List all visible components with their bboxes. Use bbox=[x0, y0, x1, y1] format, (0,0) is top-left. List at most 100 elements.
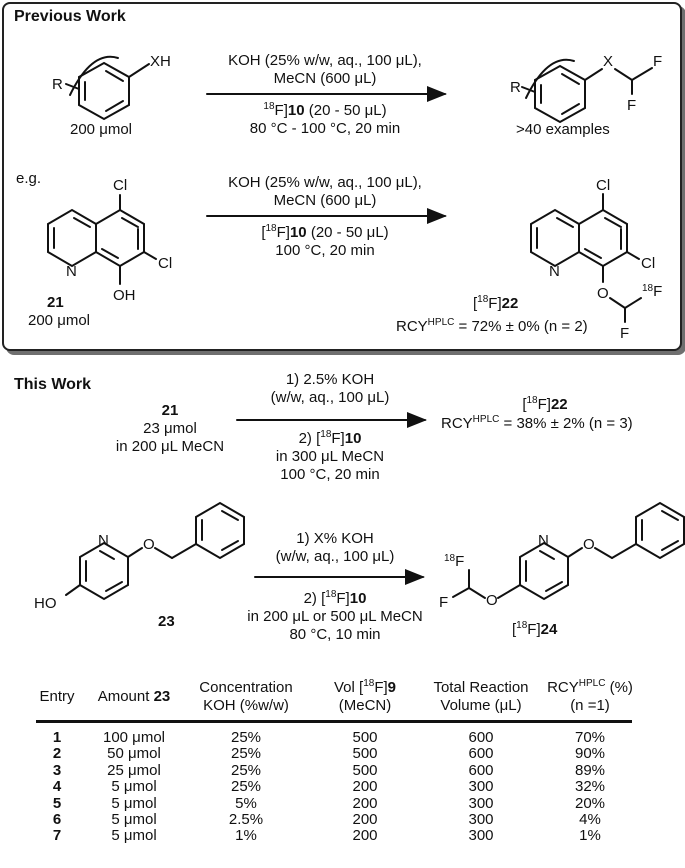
table-cell: 300 bbox=[468, 827, 494, 845]
compound-24-structure bbox=[452, 501, 685, 601]
atom-n-23: N bbox=[98, 532, 109, 549]
header-rcy: RCYHPLC (%)(n =1) bbox=[547, 678, 633, 715]
atom-cl-7-product: Cl bbox=[641, 255, 655, 272]
table-cell: 89% bbox=[574, 761, 606, 779]
atom-n: N bbox=[66, 263, 77, 280]
table-cell: 32% bbox=[574, 778, 606, 796]
aryl-x-difluoromethyl-structure bbox=[521, 58, 653, 124]
prev-row2-reactant-amount: 200 μmol bbox=[28, 312, 91, 329]
compound-21-label: 21 bbox=[47, 294, 64, 311]
this-row1-reactant-label: 21 bbox=[161, 402, 179, 419]
this-row1-reagent: 2) [18F]10 bbox=[298, 429, 362, 448]
prev-row2-product-label: [18F]22 bbox=[473, 294, 519, 313]
table-cell: 200 bbox=[352, 778, 378, 796]
aryl-xh-structure bbox=[65, 55, 150, 121]
table-cell: 4% bbox=[579, 811, 601, 829]
prev-row2-reagent: [18F]10 (20 - 50 μL) bbox=[261, 223, 389, 242]
atom-o-product: O bbox=[597, 285, 609, 302]
atom-xh: XH bbox=[150, 53, 171, 70]
atom-x: X bbox=[603, 53, 613, 70]
table-cell: 100 μmol bbox=[102, 729, 165, 746]
atom-n-24: N bbox=[538, 532, 549, 549]
this-row2-condition-1: 1) X% KOH bbox=[296, 530, 374, 547]
table-cell: 500 bbox=[352, 729, 378, 746]
compound-23-structure bbox=[65, 501, 245, 601]
atom-f-24: F bbox=[439, 594, 448, 611]
table-row: 1 100 μmol 25% 500 600 70% bbox=[28, 720, 638, 746]
header-amount: Amount 23 bbox=[97, 688, 171, 705]
table-cell: 90% bbox=[574, 745, 606, 763]
this-row1-condition-2: (w/w, aq., 100 μL) bbox=[270, 389, 390, 406]
atom-r: R bbox=[52, 76, 63, 93]
atom-f-product: F bbox=[620, 325, 629, 342]
this-row1-reagent-solvent: in 300 μL MeCN bbox=[275, 448, 385, 465]
this-row2-temperature: 80 °C, 10 min bbox=[289, 626, 381, 643]
table-cell: 600 bbox=[468, 745, 494, 763]
table-cell: 1% bbox=[235, 827, 257, 845]
this-work-heading: This Work bbox=[14, 376, 92, 393]
atom-18f-24: 18F bbox=[444, 553, 464, 570]
prev-row2-condition-2: MeCN (600 μL) bbox=[273, 192, 377, 209]
table-cell: 25% bbox=[230, 761, 262, 779]
prev-row1-reactant-amount: 200 μmol bbox=[70, 121, 133, 138]
table-cell: 70% bbox=[574, 729, 606, 746]
table-cell: 50 μmol bbox=[107, 745, 161, 763]
this-row2-condition-2: (w/w, aq., 100 μL) bbox=[275, 548, 395, 565]
table-cell: 7 bbox=[52, 827, 62, 845]
table-cell: 300 bbox=[468, 811, 494, 829]
table-cell: 5 μmol bbox=[111, 811, 157, 829]
this-row2-product-label: [18F]24 bbox=[512, 620, 558, 639]
prev-row1-product-note: >40 examples bbox=[516, 121, 610, 138]
atom-cl-5: Cl bbox=[113, 177, 127, 194]
header-entry: Entry bbox=[39, 688, 75, 705]
atom-o-24: O bbox=[486, 592, 498, 609]
this-row1-reactant-amount: 23 μmol bbox=[143, 420, 197, 437]
table-cell: 5 μmol bbox=[111, 827, 157, 845]
this-row1-reactant-solvent: in 200 μL MeCN bbox=[115, 438, 225, 455]
atom-n-product: N bbox=[549, 263, 560, 280]
table-cell: 600 bbox=[468, 729, 494, 746]
table-cell: 500 bbox=[352, 761, 378, 779]
prev-row1-reagent: 18F]10 (20 - 50 μL) bbox=[263, 101, 387, 120]
table-cell: 4 bbox=[52, 778, 62, 796]
table-cell: 1 bbox=[52, 729, 62, 746]
table-cell: 5 μmol bbox=[111, 794, 157, 812]
table-cell: 500 bbox=[352, 745, 378, 763]
atom-18f-product: 18F bbox=[642, 283, 662, 300]
table-cell: 25% bbox=[230, 778, 262, 796]
table-cell: 25% bbox=[230, 729, 262, 746]
table-cell: 200 bbox=[352, 811, 378, 829]
table-cell: 5 bbox=[52, 794, 62, 812]
atom-cl-5-product: Cl bbox=[596, 177, 610, 194]
this-row2-reagent-solvent: in 200 μL or 500 μL MeCN bbox=[247, 608, 423, 625]
atom-oh: OH bbox=[113, 287, 136, 304]
prev-row1-condition-1: KOH (25% w/w, aq., 100 μL), bbox=[228, 52, 422, 69]
table-cell: 25% bbox=[230, 745, 262, 763]
table-cell: 300 bbox=[468, 794, 494, 812]
atom-o-24-benzyl: O bbox=[583, 536, 595, 553]
prev-row2-condition-1: KOH (25% w/w, aq., 100 μL), bbox=[228, 174, 422, 191]
table-cell: 200 bbox=[352, 794, 378, 812]
table-cell: 5 μmol bbox=[111, 778, 157, 796]
prev-row1-condition-2: MeCN (600 μL) bbox=[273, 70, 377, 87]
compound-22-structure bbox=[530, 193, 642, 323]
this-row1-temperature: 100 °C, 20 min bbox=[280, 466, 380, 483]
atom-f-bottom: F bbox=[627, 97, 636, 114]
table-cell: 2.5% bbox=[228, 811, 264, 829]
this-row1-rcy: RCYHPLC = 38% ± 2% (n = 3) bbox=[441, 414, 633, 433]
header-volume: Vol [18F]9(MeCN) bbox=[334, 678, 396, 715]
table-cell: 600 bbox=[468, 761, 494, 779]
prev-row2-eg: e.g. bbox=[16, 170, 42, 187]
prev-row1-temperature: 80 °C - 100 °C, 20 min bbox=[249, 120, 401, 137]
compound-23-label: 23 bbox=[158, 613, 175, 630]
this-row1-product-label: [18F]22 bbox=[522, 395, 568, 414]
atom-f-top: F bbox=[653, 53, 662, 70]
table-cell: 2 bbox=[52, 745, 62, 763]
this-row2-reagent: 2) [18F]10 bbox=[303, 589, 367, 608]
